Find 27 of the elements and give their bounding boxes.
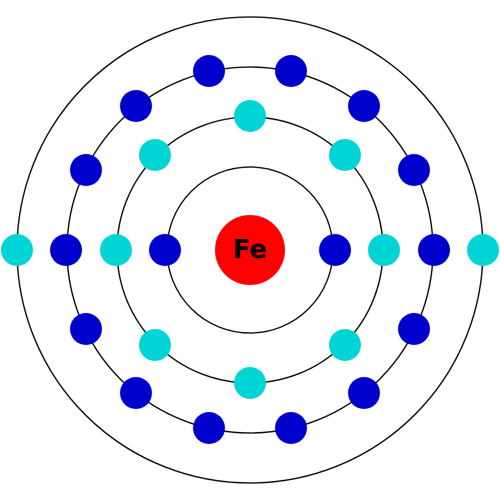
electron-circle (139, 329, 171, 361)
electron-circle (50, 234, 82, 266)
electron-circle (234, 100, 266, 132)
electron-circle (398, 154, 430, 186)
electron-circle (348, 90, 380, 122)
electron-circle (70, 154, 102, 186)
electron-circle (70, 313, 102, 345)
element-symbol: Fe (232, 235, 268, 265)
electron-circle (348, 377, 380, 409)
electron-circle (329, 329, 361, 361)
electron-circle (193, 412, 225, 444)
electron-circle (139, 139, 171, 171)
electron-circle (100, 234, 132, 266)
electron-circle (319, 234, 351, 266)
electron-circle (368, 234, 400, 266)
electron-circle (467, 234, 499, 266)
electron-circle (1, 234, 33, 266)
electron-circle (193, 55, 225, 87)
electron-circle (120, 377, 152, 409)
electron-circle (398, 313, 430, 345)
electron-circle (275, 55, 307, 87)
electron-circle (275, 412, 307, 444)
electron-circle (120, 90, 152, 122)
electron-circle (418, 234, 450, 266)
electron-circle (234, 367, 266, 399)
electron-circle (329, 139, 361, 171)
electron-circle (149, 234, 181, 266)
